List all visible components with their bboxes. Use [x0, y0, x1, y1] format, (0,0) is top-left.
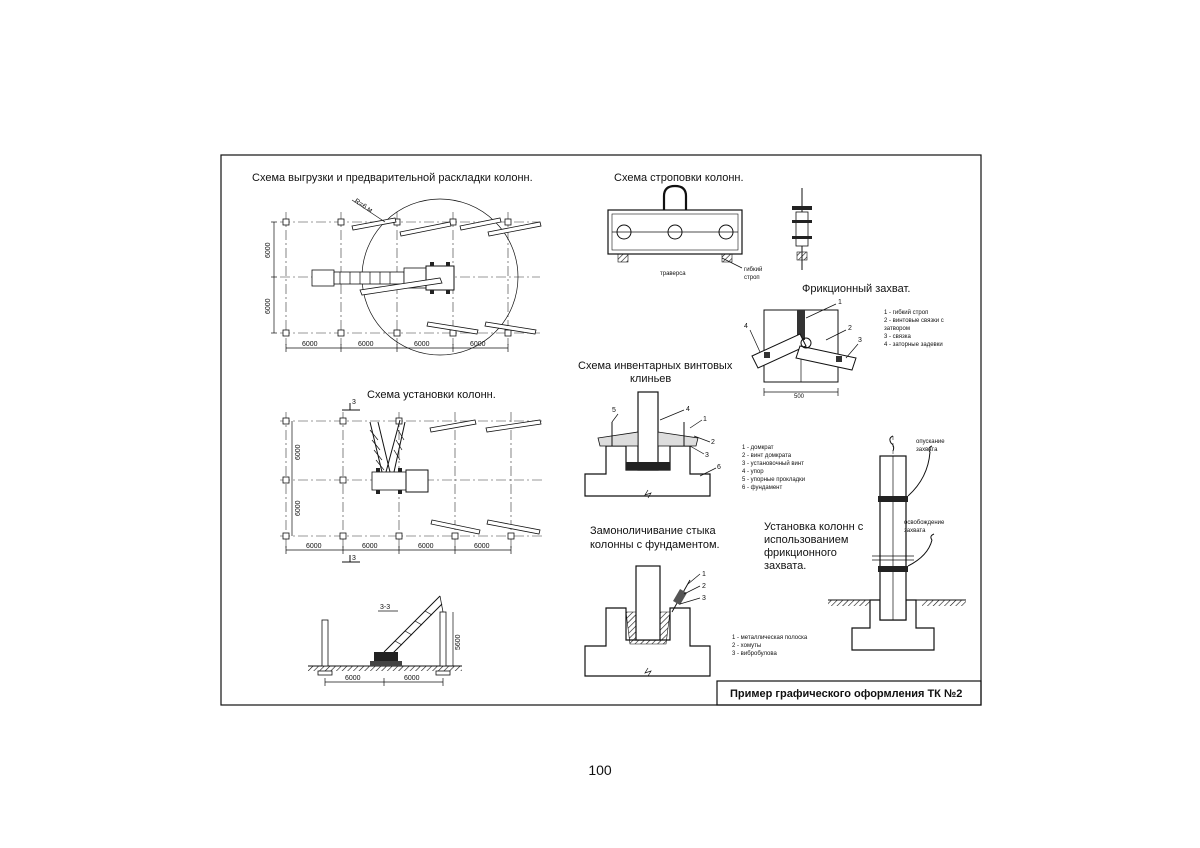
installation-dim-v-2: 6000: [295, 500, 302, 516]
friction-callout-4: 4: [744, 323, 748, 330]
installation-scheme: Схема установки колонн. 3 3: [280, 389, 545, 562]
grouting-title-2: колонны с фундаментом.: [590, 539, 720, 551]
wedges-callout-5: 5: [612, 407, 616, 414]
sling-label-1: гибкий: [744, 266, 762, 273]
section-3-3: 3-3 5600 6000 6000: [308, 596, 462, 686]
friction-legend-4: 3 - связка: [884, 334, 912, 340]
installation-dim-v-1: 6000: [295, 444, 302, 460]
sheet-title: Пример графического оформления ТК №2: [730, 688, 962, 700]
wedges-callout-1: 1: [703, 416, 707, 423]
install-friction-title-2: использованием: [764, 534, 848, 546]
section-dim-h-2: 6000: [404, 675, 420, 682]
wedges-callout-6: 6: [717, 464, 721, 471]
slinging-title: Схема строповки колонн.: [614, 172, 744, 184]
install-friction-scheme: Установка колонн с использованием фрикци…: [764, 436, 966, 650]
section-dim-h-1: 6000: [345, 675, 361, 682]
grouting-legend-3: 3 - вибробулова: [732, 651, 778, 657]
wedges-legend-1: 1 - домкрат: [742, 445, 774, 451]
slinging-scheme: Схема строповки колонн. траверса гибкий …: [608, 172, 812, 281]
title-block: Пример графического оформления ТК №2: [717, 681, 981, 705]
wedges-scheme: Схема инвентарных винтовых клиньев 4 1 2…: [578, 360, 805, 498]
install-friction-title-3: фрикционного: [764, 547, 837, 559]
unloading-dim-h-3: 6000: [414, 341, 430, 348]
wedges-legend-3: 3 - установочный винт: [742, 460, 804, 467]
unloading-dim-v-1: 6000: [265, 242, 272, 258]
grouting-callout-1: 1: [702, 571, 706, 578]
label-release-1: освобождение: [904, 520, 945, 526]
friction-legend-3: затвором: [884, 326, 910, 332]
sling-label-2: строп: [744, 275, 760, 281]
friction-callout-3: 3: [858, 337, 862, 344]
grouting-callout-3: 3: [702, 595, 706, 602]
installation-dim-h-3: 6000: [418, 543, 434, 550]
label-lower-1: опускание: [916, 439, 945, 445]
friction-legend-1: 1 - гибкий строп: [884, 309, 928, 316]
radius-label: R=6 м: [353, 198, 374, 215]
install-friction-title-4: захвата.: [764, 560, 806, 572]
wedges-legend-4: 4 - упор: [742, 469, 764, 475]
unloading-dim-v-2: 6000: [265, 298, 272, 314]
section-mark-bottom: 3: [352, 555, 356, 562]
label-release-2: захвата: [904, 528, 926, 534]
grouting-legend-1: 1 - металлическая полоска: [732, 635, 808, 641]
traverse-label: траверса: [660, 271, 686, 277]
friction-callout-2: 2: [848, 325, 852, 332]
friction-legend-2: 2 - винтовые связки с: [884, 318, 944, 324]
installation-dim-h-2: 6000: [362, 543, 378, 550]
unloading-dim-h-2: 6000: [358, 341, 374, 348]
sheet-frame: [221, 155, 981, 705]
friction-grip: Фрикционный захват. 500 1 2 3 4 1 - гибк…: [744, 283, 944, 400]
section-mark-top: 3: [352, 399, 356, 406]
page-number: 100: [0, 762, 1200, 778]
grouting-callout-2: 2: [702, 583, 706, 590]
grouting-title-1: Замоноличивание стыка: [590, 525, 717, 537]
wedges-callout-3: 3: [705, 452, 709, 459]
unloading-dim-h-4: 6000: [470, 341, 486, 348]
installation-dim-h-1: 6000: [306, 543, 322, 550]
wedges-callout-4: 4: [686, 406, 690, 413]
grouting-legend-2: 2 - хомуты: [732, 643, 761, 649]
friction-title: Фрикционный захват.: [802, 283, 910, 295]
install-friction-title-1: Установка колонн с: [764, 521, 864, 533]
friction-legend-5: 4 - заторные задевки: [884, 342, 943, 348]
wedges-legend-2: 2 - винт домкрата: [742, 453, 792, 459]
wedges-title-2: клиньев: [630, 373, 671, 385]
unloading-scheme: Схема выгрузки и предварительной расклад…: [252, 172, 541, 355]
unloading-dim-h-1: 6000: [302, 341, 318, 348]
section-height-dim: 5600: [455, 634, 462, 650]
installation-title: Схема установки колонн.: [367, 389, 496, 401]
wedges-legend-6: 6 - фундамент: [742, 485, 782, 491]
wedges-legend-5: 5 - упорные прокладки: [742, 477, 805, 483]
installation-dim-h-4: 6000: [474, 543, 490, 550]
friction-dim: 500: [794, 394, 805, 400]
friction-callout-1: 1: [838, 299, 842, 306]
unloading-title: Схема выгрузки и предварительной расклад…: [252, 172, 533, 184]
wedges-title-1: Схема инвентарных винтовых: [578, 360, 733, 372]
section-label: 3-3: [380, 604, 390, 611]
wedges-callout-2: 2: [711, 439, 715, 446]
label-lower-2: захвата: [916, 447, 938, 453]
